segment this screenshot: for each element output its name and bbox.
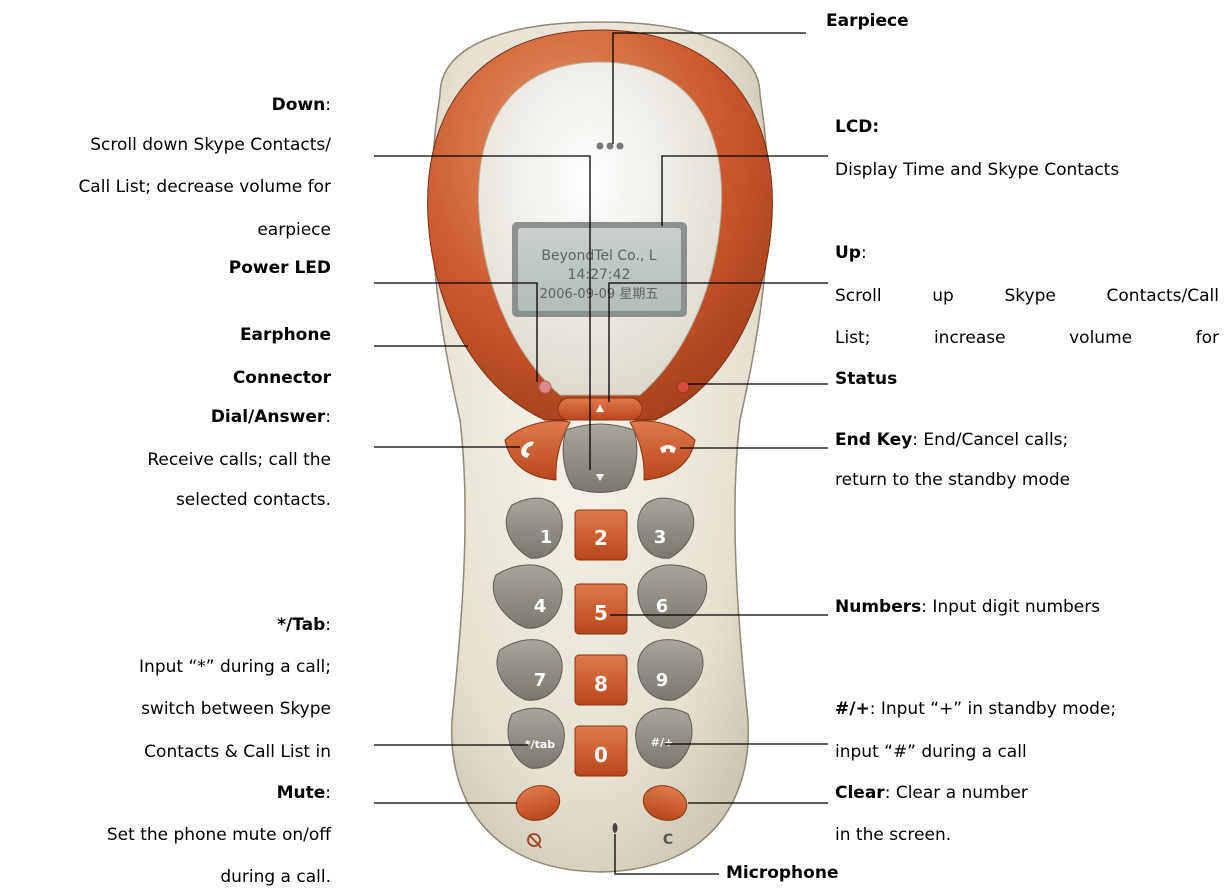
label-microphone-text: Microphone [726, 863, 838, 883]
lcd-line-3: 2006-09-09 星期五 [540, 287, 659, 302]
label-down-colon: : [325, 95, 331, 115]
label-end-rest: : End/Cancel calls; [912, 430, 1068, 450]
key-1-label: 1 [540, 527, 553, 548]
label-up-colon: : [861, 243, 867, 263]
label-hash-rest: : Input “+” in standby mode; [870, 699, 1116, 719]
key-star-tab-label: */tab [525, 738, 555, 751]
label-down-line-1: Scroll down Skype Contacts/ [90, 128, 331, 162]
key-2-label: 2 [594, 526, 608, 550]
label-mute: Mute: [277, 776, 331, 810]
label-hash: #/+: Input “+” in standby mode; [835, 692, 1116, 726]
label-status: Status [835, 362, 897, 396]
label-earphone-text-2: Connector [233, 368, 331, 388]
clear-key-label: C [663, 832, 673, 848]
label-clear: Clear: Clear a number [835, 776, 1028, 810]
label-star-line-3: Contacts & Call List in [144, 735, 331, 769]
key-5-label: 5 [594, 601, 608, 625]
label-star: */Tab: [277, 608, 331, 642]
label-star-line-2: switch between Skype [141, 692, 331, 726]
label-hash-title: #/+ [835, 699, 870, 719]
key-6-label: 6 [656, 596, 669, 617]
label-mute-colon: : [325, 783, 331, 803]
label-star-title: */Tab [277, 615, 325, 635]
label-down-line-3: earpiece [257, 213, 331, 247]
label-dial-line-2: selected contacts. [176, 483, 331, 517]
key-0-label: 0 [594, 743, 608, 767]
label-up: Up: [835, 236, 867, 270]
label-dial-title: Dial/Answer [211, 407, 325, 427]
label-microphone: Microphone [726, 856, 838, 890]
label-up-line-2: List; increase volume for [835, 321, 1219, 355]
label-power-led-text: Power LED [229, 258, 331, 278]
label-numbers-title: Numbers [835, 597, 921, 617]
microphone-hole [613, 823, 618, 833]
label-earpiece-text: Earpiece [826, 11, 909, 31]
label-dial-line-1: Receive calls; call the [147, 443, 331, 477]
label-clear-title: Clear [835, 783, 885, 803]
lcd-line-1: BeyondTel Co., L [541, 248, 656, 264]
status-led [677, 381, 689, 393]
label-mute-line-2: during a call. [220, 860, 331, 894]
label-dial-colon: : [325, 407, 331, 427]
label-earphone-text-1: Earphone [240, 325, 331, 345]
key-8-label: 8 [594, 672, 608, 696]
label-up-title: Up [835, 243, 861, 263]
down-key[interactable] [563, 424, 637, 493]
lcd-line-2: 14:27:42 [568, 267, 631, 283]
label-hash-line-2: input “#” during a call [835, 735, 1027, 769]
label-lcd-line-1: Display Time and Skype Contacts [835, 153, 1119, 187]
label-star-colon: : [325, 615, 331, 635]
power-led [539, 381, 551, 393]
label-earphone-line-2: Connector [233, 361, 331, 395]
label-earphone-line-1: Earphone [240, 318, 331, 352]
key-4-label: 4 [534, 596, 547, 617]
label-down: Down: [272, 88, 331, 122]
label-numbers: Numbers: Input digit numbers [835, 590, 1100, 624]
earpiece-holes [597, 143, 624, 150]
key-9-label: 9 [656, 670, 669, 691]
label-star-line-1: Input “*” during a call; [139, 650, 331, 684]
label-end: End Key: End/Cancel calls; [835, 423, 1068, 457]
label-clear-line-2: in the screen. [835, 818, 951, 852]
key-hash-plus-label: #/+ [651, 736, 673, 749]
label-status-text: Status [835, 369, 897, 389]
label-down-line-2: Call List; decrease volume for [78, 170, 331, 204]
label-dial: Dial/Answer: [211, 400, 331, 434]
label-lcd: LCD: [835, 110, 879, 144]
label-mute-title: Mute [277, 783, 326, 803]
label-end-line-2: return to the standby mode [835, 463, 1070, 497]
label-mute-line-1: Set the phone mute on/off [107, 818, 331, 852]
label-down-title: Down [272, 95, 326, 115]
key-7-label: 7 [534, 670, 547, 691]
key-3-label: 3 [654, 527, 667, 548]
label-earpiece: Earpiece [826, 4, 909, 38]
label-clear-rest: : Clear a number [885, 783, 1028, 803]
label-end-title: End Key [835, 430, 912, 450]
label-power-led: Power LED [229, 251, 331, 285]
label-numbers-rest: : Input digit numbers [921, 597, 1100, 617]
label-up-line-1: Scroll up Skype Contacts/Call [835, 279, 1219, 313]
label-lcd-title: LCD: [835, 117, 879, 137]
